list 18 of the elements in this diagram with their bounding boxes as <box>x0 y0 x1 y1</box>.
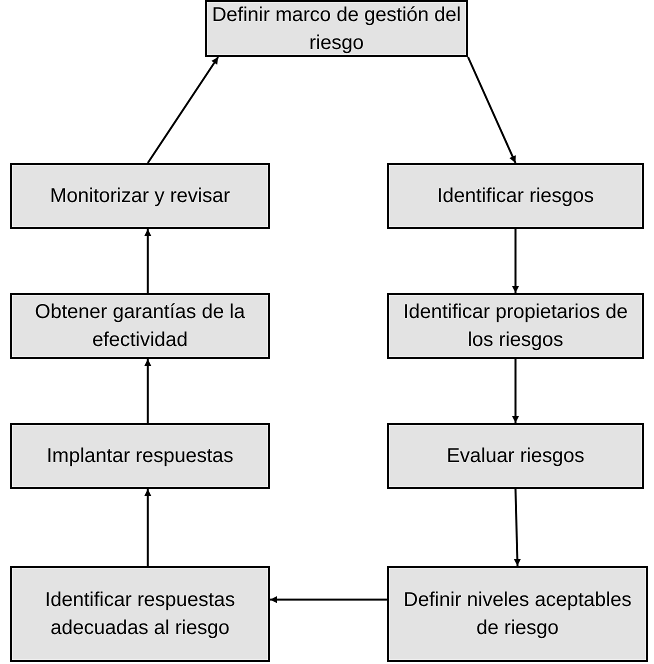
process-box: Implantar respuestas <box>10 423 270 489</box>
arrow <box>144 489 152 566</box>
arrow <box>144 229 152 293</box>
arrow <box>512 359 519 423</box>
process-box: Definir niveles aceptables de riesgo <box>387 566 648 662</box>
arrow <box>514 488 521 566</box>
process-box: Identificar respuestas adecuadas al riesgo <box>10 566 270 662</box>
arrow <box>270 596 387 604</box>
arrow <box>144 359 152 423</box>
process-box: Obtener garantías de la efectividad <box>10 293 270 359</box>
process-box: Identificar propietarios de los riesgos <box>387 293 644 359</box>
process-box: Evaluar riesgos <box>387 423 644 489</box>
arrow <box>146 56 219 164</box>
arrow <box>512 229 519 293</box>
process-box: Definir marco de gestión del riesgo <box>205 0 468 57</box>
process-box: Identificar riesgos <box>387 163 644 229</box>
process-box: Monitorizar y revisar <box>10 163 270 229</box>
arrow <box>467 56 516 164</box>
